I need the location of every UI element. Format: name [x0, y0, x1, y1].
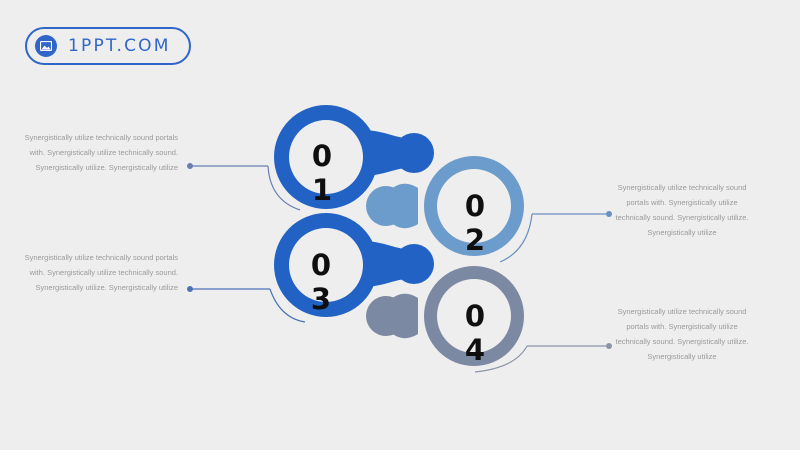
step-4-description: Synergistically utilize technically soun…	[615, 307, 749, 361]
step-3-shape	[274, 213, 434, 317]
image-icon	[35, 35, 57, 57]
step-3-description: Synergistically utilize technically soun…	[24, 253, 178, 292]
connector-curve-3	[269, 288, 306, 323]
logo-badge[interactable]: 1PPT.COM	[25, 27, 191, 65]
connector-dot-3	[187, 286, 193, 292]
connector-curve-1	[267, 165, 301, 211]
step-1-shape	[274, 105, 434, 209]
connector-curve-4	[474, 345, 528, 373]
step-2-shape	[366, 156, 524, 256]
connector-dot-1	[187, 163, 193, 169]
logo-text: 1PPT.COM	[68, 36, 171, 56]
step-1-description: Synergistically utilize technically soun…	[24, 133, 178, 172]
step-4-shape	[366, 266, 524, 366]
step-2-description: Synergistically utilize technically soun…	[615, 183, 749, 237]
connector-curve-2	[499, 213, 533, 263]
connector-dot-4	[606, 343, 612, 349]
connector-dot-2	[606, 211, 612, 217]
connector-lines	[187, 163, 612, 373]
